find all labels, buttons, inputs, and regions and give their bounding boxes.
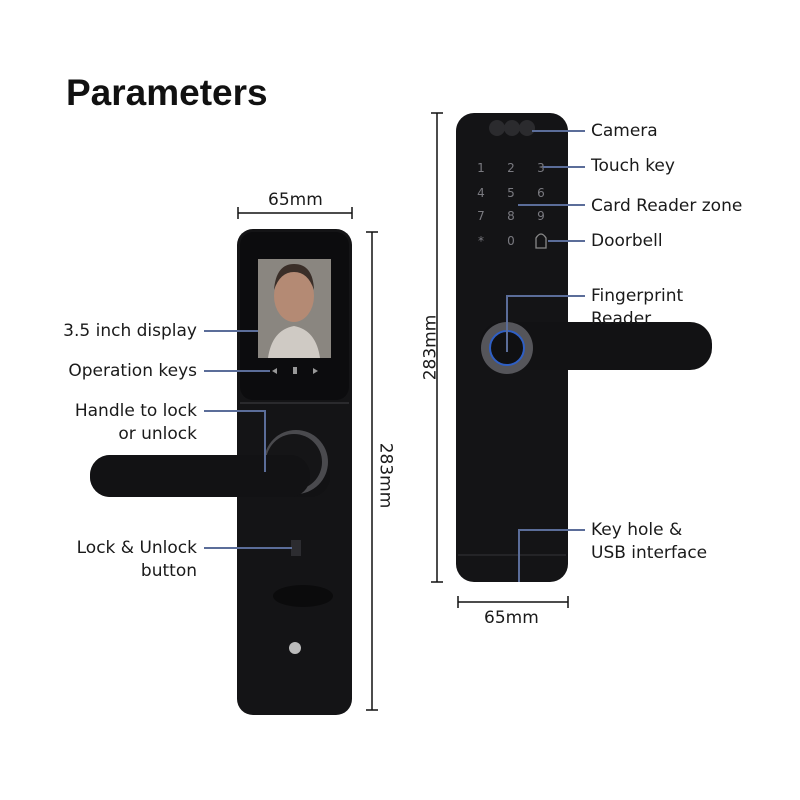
callout-lock-button-line2: button [140,561,197,581]
callout-handle: Handle to lock or unlock [75,400,197,446]
keyhole-cover [273,585,333,607]
keypad-key: 3 [537,161,545,175]
back-lock-illustration: 1 2 3 4 5 6 7 8 9 * 0 [456,113,712,582]
callout-fingerprint-line2: Reader [591,309,652,329]
face-image [274,270,314,322]
callout-lock-button-line1: Lock & Unlock [76,538,197,558]
screw [289,642,301,654]
callout-camera: Camera [591,121,658,141]
camera-lens [489,120,505,136]
callout-keyhole-line2: USB interface [591,543,708,563]
callout-lock-button: Lock & Unlock button [77,537,197,583]
front-lock-illustration [90,229,352,715]
back-height-label: 283mm [420,314,441,381]
callout-card-reader: Card Reader zone [591,196,743,216]
callout-fingerprint-line1: Fingerprint [591,286,684,306]
keypad-key: 8 [507,209,515,223]
callout-display: 3.5 inch display [63,321,197,341]
page-title: Parameters [66,72,268,113]
front-height-label: 283mm [375,442,396,509]
keypad-key: 6 [537,186,545,200]
keypad-key: * [478,234,484,248]
keypad-key: 9 [537,209,545,223]
callout-touch-key: Touch key [591,156,675,176]
callout-handle-line1: Handle to lock [74,401,197,421]
back-width-label: 65mm [484,608,539,628]
callout-keyhole: Key hole & USB interface [591,519,707,565]
keypad-key: 1 [477,161,485,175]
keypad-key: 2 [507,161,515,175]
keypad-key: 0 [507,234,515,248]
back-width-dimension [457,596,569,608]
keypad-key: 7 [477,209,485,223]
front-width-dimension [237,207,353,219]
callout-fingerprint: Fingerprint Reader [591,285,683,331]
doorbell-icon [535,233,547,249]
back-leader-lines [506,130,585,582]
callout-operation-keys: Operation keys [68,361,197,381]
callout-keyhole-line1: Key hole & [591,520,683,540]
keypad-key: 5 [507,186,515,200]
callout-handle-line2: or unlock [118,424,197,444]
front-height-dimension [366,231,378,711]
lock-unlock-button [291,540,301,556]
keypad-key: 4 [477,186,485,200]
callout-doorbell: Doorbell [591,231,663,251]
front-leader-lines [204,330,292,549]
front-width-label: 65mm [268,190,323,210]
back-height-dimension [431,112,443,583]
